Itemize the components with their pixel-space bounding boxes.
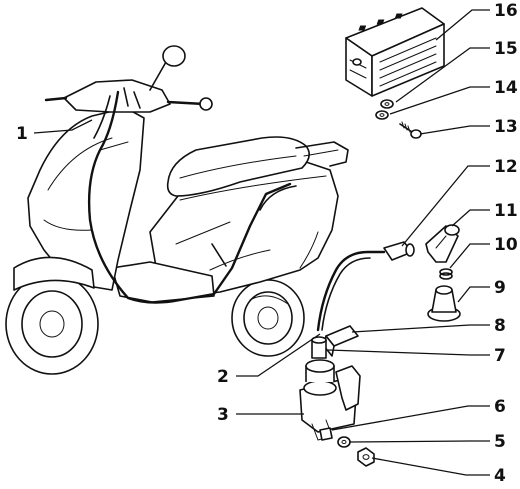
washer-5 <box>337 436 351 448</box>
callout-14: 14 <box>494 78 518 98</box>
cable-connector-12 <box>383 241 415 261</box>
front-wheel <box>5 256 99 375</box>
callout-15: 15 <box>494 39 518 59</box>
nut-4 <box>357 447 375 467</box>
callout-4: 4 <box>494 466 506 486</box>
cable-bracket <box>323 325 359 357</box>
handlebar-assembly <box>44 45 213 113</box>
callout-3: 3 <box>217 405 229 425</box>
callout-6: 6 <box>494 397 506 417</box>
callout-16: 16 <box>494 1 518 21</box>
callout-8: 8 <box>494 316 506 336</box>
callout-7: 7 <box>494 346 506 366</box>
rear-carrier <box>295 141 349 167</box>
washer-15 <box>380 99 394 109</box>
callout-1: 1 <box>16 124 28 144</box>
voltage-regulator <box>345 7 445 97</box>
bushing-6 <box>319 427 333 441</box>
rear-wheel <box>231 279 305 357</box>
callout-13: 13 <box>494 117 518 137</box>
spring-clip <box>439 268 453 280</box>
rubber-grommet <box>427 285 461 322</box>
scooter-seat <box>166 136 310 197</box>
ht-cable <box>316 250 386 332</box>
wiring-harness <box>87 87 297 304</box>
ignition-coil <box>299 359 361 441</box>
leader-lines <box>33 9 490 476</box>
callout-11: 11 <box>494 201 518 221</box>
washer-14 <box>375 110 389 120</box>
cable-sleeve <box>311 336 327 359</box>
callout-labels: 1 2 3 4 5 6 7 8 9 10 11 12 13 14 15 16 <box>16 1 518 486</box>
callout-10: 10 <box>494 235 518 255</box>
scooter-illustration <box>5 45 349 375</box>
screw-13 <box>399 121 422 139</box>
callout-5: 5 <box>494 432 506 452</box>
callout-12: 12 <box>494 157 518 177</box>
spark-plug-cap <box>425 224 460 263</box>
callout-2: 2 <box>217 367 229 387</box>
callout-9: 9 <box>494 278 506 298</box>
floorboard <box>111 261 215 303</box>
